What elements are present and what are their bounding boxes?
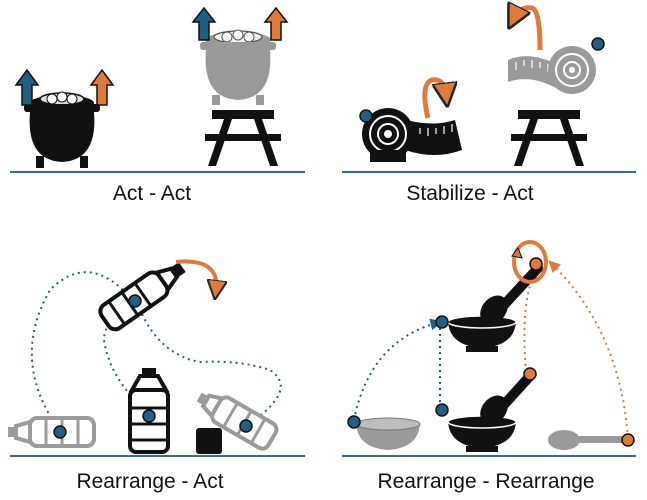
caption-rearrange-act: Rearrange - Act (76, 470, 223, 493)
grasp-marker (239, 419, 253, 433)
trajectory-path (353, 318, 443, 421)
grasp-marker (347, 415, 361, 429)
lift-arrow-blue-icon (191, 6, 217, 41)
picnic-table-icon (205, 110, 281, 166)
rotation-arrow-icon (175, 259, 216, 290)
rotation-arrow-icon (514, 8, 543, 51)
cooking-pot-icon (24, 91, 100, 168)
mortar-bowl-icon (447, 415, 517, 452)
grasp-marker (523, 367, 537, 381)
panel-act-act (10, 6, 305, 173)
grasp-marker (128, 294, 142, 308)
grasp-marker (621, 433, 635, 447)
caption-stabilize-act: Stabilize - Act (406, 182, 533, 205)
grasp-marker (142, 409, 156, 423)
grasp-marker (53, 425, 67, 439)
spoon-icon (548, 430, 626, 450)
pestle-icon (480, 263, 543, 325)
mortar-bowl-icon (355, 417, 421, 450)
panel-rearrange-rearrange (342, 240, 636, 457)
grasp-marker (435, 403, 449, 417)
panel-rearrange-act (8, 259, 305, 457)
rotation-arrow-icon (422, 77, 446, 119)
caption-rearrange-rearrange: Rearrange - Rearrange (377, 470, 594, 493)
picnic-table-icon (511, 110, 587, 166)
lift-arrow-orange-icon (89, 68, 115, 106)
rotation-ring-icon (512, 240, 548, 284)
water-bottle-icon (98, 262, 186, 332)
grasp-marker (435, 315, 449, 329)
mortar-bowl-icon (447, 315, 517, 352)
measuring-tape-icon (508, 46, 596, 94)
contact-marker (591, 37, 605, 51)
lift-arrow-orange-icon (263, 6, 289, 41)
contact-marker (359, 109, 373, 123)
water-bottle-icon (8, 416, 96, 448)
trajectory-path (548, 260, 629, 439)
cube-icon (196, 428, 222, 454)
panel-stabilize-act (342, 8, 636, 173)
measuring-tape-icon (362, 108, 462, 162)
trajectory-path (30, 271, 133, 429)
lift-arrow-blue-icon (14, 68, 40, 106)
grasp-marker (529, 257, 543, 271)
caption-act-act: Act - Act (113, 182, 191, 205)
cooking-pot-icon (200, 29, 276, 105)
pestle-icon (480, 371, 535, 425)
